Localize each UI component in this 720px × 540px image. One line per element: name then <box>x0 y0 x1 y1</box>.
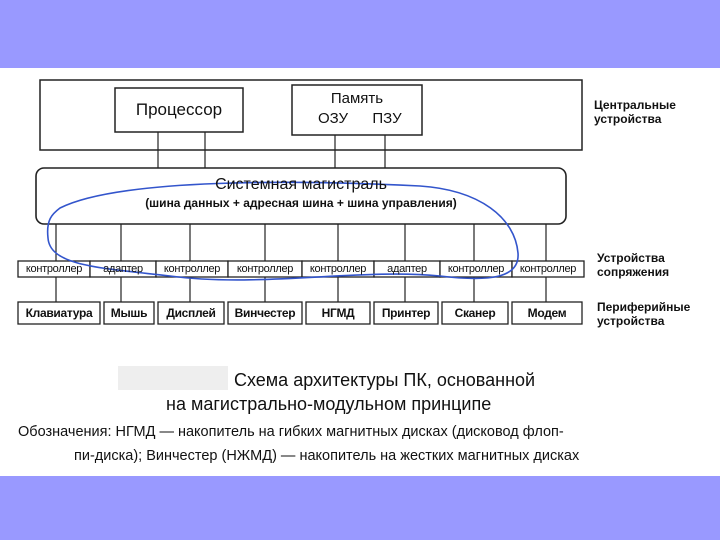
central-devices-label: Центральные устройства <box>594 98 676 126</box>
central-devices-frame <box>39 79 583 151</box>
interface-cell: контроллер <box>447 263 505 275</box>
slide-top-band <box>0 0 720 68</box>
scan-artifact <box>118 366 228 390</box>
memory-box <box>291 84 423 136</box>
slide-bottom-band <box>0 476 720 540</box>
system-bus-box <box>35 167 567 225</box>
caption-legend-line1: Обозначения: НГМД — накопитель на гибких… <box>18 424 564 440</box>
diagram-lines <box>17 79 585 390</box>
processor-box <box>114 87 244 133</box>
peripheral-devices-label: Периферийные устройства <box>597 300 690 328</box>
interface-cell: контроллер <box>25 263 83 275</box>
caption-title-line2: на магистрально-модульном принципе <box>166 394 492 414</box>
peripheral-cell: Сканер <box>454 306 496 320</box>
memory-title: Память <box>330 90 384 107</box>
caption-title-line1: Схема архитектуры ПК, основанной <box>234 370 536 390</box>
central-label-line2: устройства <box>594 112 662 126</box>
peripheral-cell: НГМД <box>321 306 355 320</box>
peripheral-label-line2: устройства <box>597 314 665 328</box>
caption-legend-line2: пи-диска); Винчестер (НЖМД) — накопитель… <box>74 448 580 464</box>
interface-cell: адаптер <box>387 263 427 275</box>
interface-cell: контроллер <box>309 263 367 275</box>
interface-cell: контроллер <box>519 263 577 275</box>
blue-highlight-loop <box>46 181 519 281</box>
interface-devices-label: Устройства сопряжения <box>597 251 669 279</box>
peripheral-cell: Дисплей <box>166 306 216 320</box>
peripheral-label-line1: Периферийные <box>597 300 691 314</box>
architecture-figure: Процессор Память ОЗУ ПЗУ Системная магис… <box>0 68 720 476</box>
peripheral-cell: Винчестер <box>234 306 296 320</box>
bus-title: Системная магистраль <box>215 176 387 193</box>
rom-label: ПЗУ <box>372 110 402 127</box>
interface-cell: контроллер <box>163 263 221 275</box>
interface-label-line1: Устройства <box>597 251 665 265</box>
interface-label-line2: сопряжения <box>597 265 670 279</box>
interface-cell: контроллер <box>236 263 294 275</box>
peripheral-cell: Модем <box>527 306 567 320</box>
peripheral-cell: Принтер <box>381 306 431 320</box>
processor-label: Процессор <box>135 100 223 119</box>
bus-subtitle: (шина данных + адресная шина + шина упра… <box>145 196 457 210</box>
interface-cell: адаптер <box>103 263 143 275</box>
peripheral-cell: Клавиатура <box>25 306 93 320</box>
ram-label: ОЗУ <box>317 110 349 127</box>
peripheral-cell: Мышь <box>110 306 148 320</box>
central-label-line1: Центральные <box>594 98 676 112</box>
